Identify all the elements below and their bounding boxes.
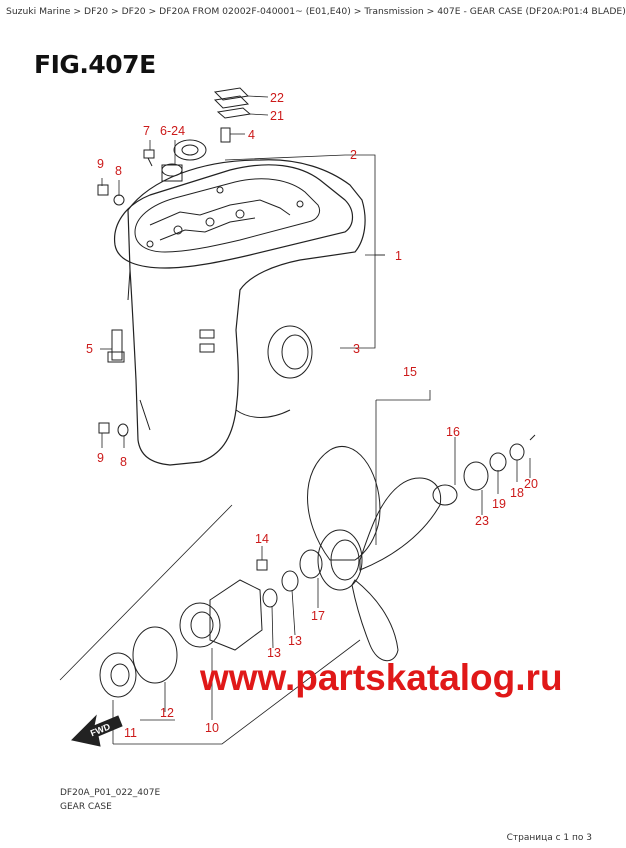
exploded-parts-diagram: FWD 22 21 7 6-24 4 2 9 8 1 5 3 15 16 9 8… [59, 87, 538, 747]
callout-13-right: 13 [288, 634, 302, 648]
callout-19: 19 [492, 497, 506, 511]
leader-lines [59, 95, 531, 745]
callout-8-bottom: 8 [120, 455, 127, 469]
bearing-11 [99, 652, 137, 698]
callout-9-bottom: 9 [97, 451, 104, 465]
callout-15: 15 [403, 365, 417, 379]
bolt-5 [107, 329, 125, 363]
callout-5: 5 [86, 342, 93, 356]
propeller [307, 446, 442, 662]
figure-name: GEAR CASE [60, 802, 112, 812]
watermark: www.partskatalog.ru [200, 657, 563, 698]
callout-21: 21 [270, 109, 284, 123]
thrust-washers [262, 549, 323, 608]
seal-3 [267, 325, 313, 379]
callout-13-left: 13 [267, 646, 281, 660]
bearing-top [161, 139, 207, 182]
figure-title: FIG.407E [34, 50, 156, 79]
forward-direction-arrow: FWD [70, 714, 123, 747]
bolt-14 [256, 559, 268, 571]
callout-1: 1 [395, 249, 402, 263]
callout-10: 10 [205, 721, 219, 735]
gear-case-housing [113, 159, 366, 466]
shim-parts [213, 87, 252, 119]
figure-code: DF20A_P01_022_407E [60, 788, 161, 798]
bolt-7 [143, 149, 155, 167]
callout-8-top: 8 [115, 164, 122, 178]
callout-23: 23 [475, 514, 489, 528]
callout-22: 22 [270, 91, 284, 105]
o-ring [132, 626, 178, 684]
callout-17: 17 [311, 609, 325, 623]
callout-7: 7 [143, 124, 150, 138]
bolt-washer-top [97, 184, 125, 206]
callout-18: 18 [510, 486, 524, 500]
callout-9-top: 9 [97, 157, 104, 171]
callout-20: 20 [524, 477, 538, 491]
callout-12: 12 [160, 706, 174, 720]
callout-2: 2 [350, 148, 357, 162]
callout-6-24: 6-24 [160, 124, 185, 138]
bolt-washer-bottom [98, 422, 129, 437]
callout-4: 4 [248, 128, 255, 142]
breadcrumb: Suzuki Marine > DF20 > DF20 > DF20A FROM… [6, 6, 626, 17]
pin [220, 127, 231, 143]
page-indicator: Страница с 1 по 3 [506, 833, 592, 843]
callout-3: 3 [353, 342, 360, 356]
propeller-shaft-housing [179, 579, 263, 651]
callout-16: 16 [446, 425, 460, 439]
callout-14: 14 [255, 532, 269, 546]
callout-11: 11 [124, 726, 137, 740]
